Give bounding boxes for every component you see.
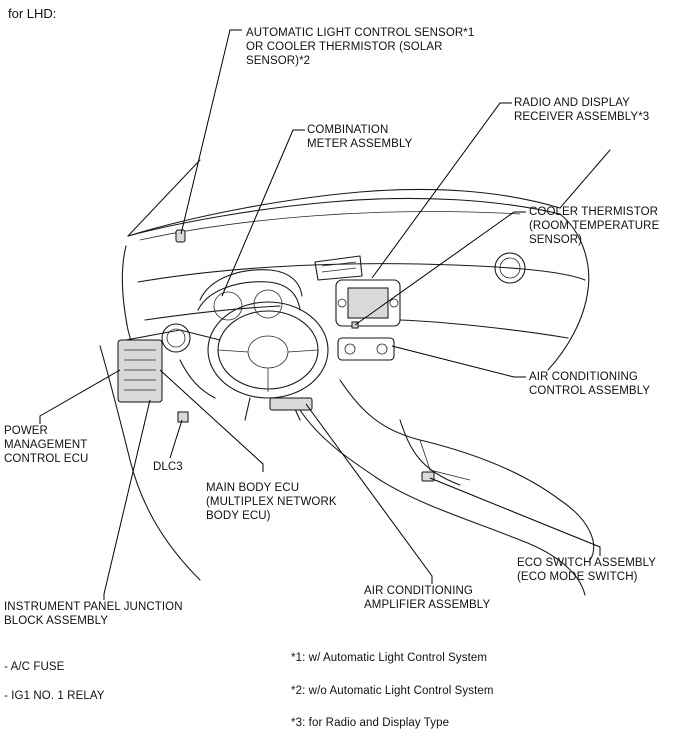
ac-amplifier-part <box>269 397 313 411</box>
leader-eco-switch <box>429 477 601 556</box>
label-main-body-ecu: MAIN BODY ECU (MULTIPLEX NETWORK BODY EC… <box>206 482 337 522</box>
meter-hood <box>199 269 303 301</box>
leader-cooler-thermistor <box>354 211 526 326</box>
label-cooler-thermistor: COOLER THERMISTOR (ROOM TEMPERATURE SENS… <box>529 206 660 246</box>
center-vent <box>314 255 363 281</box>
leader-ac-amplifier <box>305 403 433 584</box>
leader-auto-light <box>180 29 242 235</box>
label-ac-control: AIR CONDITIONING CONTROL ASSEMBLY <box>529 371 651 397</box>
power-mgmt-ecu-part <box>117 339 163 403</box>
label-ac-amplifier: AIR CONDITIONING AMPLIFIER ASSEMBLY <box>364 585 491 611</box>
dash-panel-outline <box>121 245 133 346</box>
junction-item-ac-fuse: - A/C FUSE <box>4 661 65 673</box>
leader-radio <box>371 102 512 279</box>
steering-wheel <box>207 301 329 399</box>
leader-junction-block <box>103 399 151 600</box>
leader-main-body-ecu <box>159 369 264 472</box>
footnote-2: *2: w/o Automatic Light Control System <box>291 685 494 697</box>
label-eco-switch: ECO SWITCH ASSEMBLY (ECO MODE SWITCH) <box>517 557 657 583</box>
eco-switch-part <box>421 471 435 482</box>
label-power-mgmt-ecu: POWER MANAGEMENT CONTROL ECU <box>4 425 89 465</box>
left-vent <box>161 323 191 353</box>
label-auto-light-sensor: AUTOMATIC LIGHT CONTROL SENSOR*1 OR COOL… <box>246 27 475 67</box>
radio-unit <box>335 279 401 327</box>
label-combination-meter: COMBINATION METER ASSEMBLY <box>307 124 413 150</box>
junction-item-ig1-relay: - IG1 NO. 1 RELAY <box>4 690 105 702</box>
dlc3-part <box>177 411 189 423</box>
right-vent <box>494 252 526 284</box>
label-ip-junction-block: INSTRUMENT PANEL JUNCTION BLOCK ASSEMBLY <box>4 601 183 627</box>
footnote-3: *3: for Radio and Display Type <box>291 717 450 729</box>
leader-meter <box>221 129 305 297</box>
center-console <box>339 379 595 561</box>
diagram-header: for LHD: <box>8 6 57 21</box>
leader-power-mgmt <box>39 369 121 424</box>
leader-dlc3 <box>169 419 183 459</box>
ac-control-unit <box>337 337 395 361</box>
leader-ac-control <box>391 345 526 378</box>
dash-top-outline <box>127 188 561 237</box>
light-sensor-part <box>175 229 186 243</box>
label-radio-display: RADIO AND DISPLAY RECEIVER ASSEMBLY*3 <box>514 97 650 123</box>
footnote-1: *1: w/ Automatic Light Control System <box>291 652 488 664</box>
label-dlc3: DLC3 <box>153 461 183 473</box>
